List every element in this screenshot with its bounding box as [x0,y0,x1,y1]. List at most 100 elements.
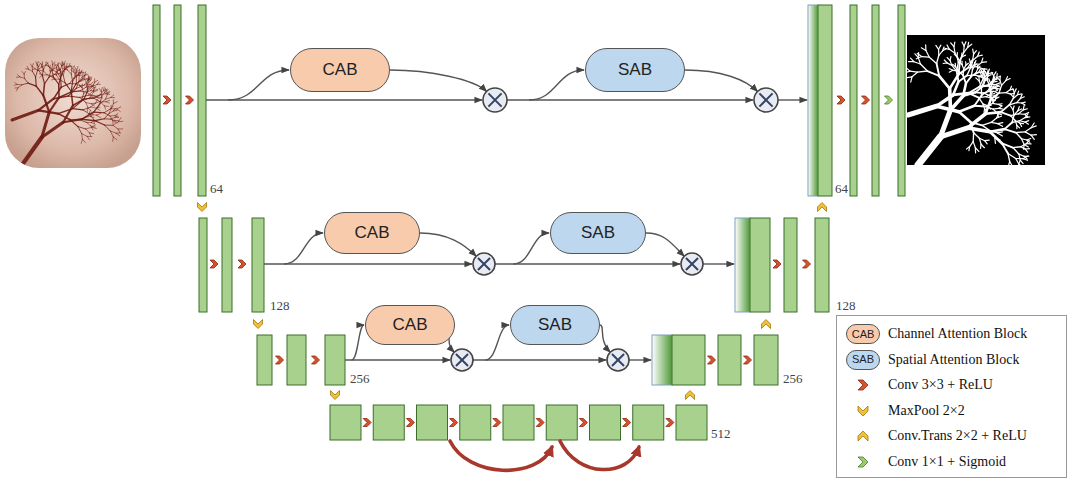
legend-text: Conv 3×3 + ReLU [888,377,993,392]
attention-block: SAB [550,212,646,254]
vessel [96,108,100,110]
operation-arrow [536,419,544,427]
vessel [118,129,120,133]
mask-vessel [978,66,980,68]
mask-vessel [925,45,926,51]
mask-vessel [947,45,949,49]
vessel [102,92,105,97]
mask-vessel [958,57,961,62]
vessel [118,121,122,122]
vessel [113,137,117,140]
mask-vessel [994,137,996,143]
mask-vessel [956,53,958,57]
mask-vessel [967,74,974,76]
wire [228,70,289,100]
channel-count: 128 [270,299,290,312]
mask-vessel [990,79,993,83]
mask-vessel [969,93,979,97]
multiply-symbol [483,88,507,112]
operation-arrow [666,419,674,427]
vessel [80,120,87,123]
vessel [97,84,100,85]
attention-block: SAB [585,48,685,92]
mask-vessel [939,45,941,49]
wire [264,263,472,264]
operation-arrow [708,356,716,364]
operation-arrow [858,406,868,416]
vessel [94,112,104,114]
feature-map [850,5,857,196]
attention-block: CAB [290,48,390,92]
vessel [93,90,97,92]
feature-map [633,405,664,440]
vessel [61,71,63,78]
vessel [64,61,65,64]
vessel [27,66,28,69]
vessel [94,95,100,98]
operation-arrow [276,356,284,364]
legend-text: Spatial Attention Block [888,352,1019,367]
feature-map [460,405,491,440]
mask-vessel [991,122,998,123]
wire [529,70,584,100]
mask-vessel [1014,111,1018,115]
vessel [92,127,97,128]
feature-map [898,5,905,196]
vessel [71,81,72,91]
vessel [78,127,82,134]
mask-vessel [950,96,963,110]
vessel [16,88,18,91]
vessel [28,83,36,86]
mask-vessel [1025,114,1028,117]
mask-vessel [966,77,971,84]
vessel [68,88,76,96]
wire [778,99,807,100]
channel-count: 64 [210,182,223,195]
vessel [104,114,109,119]
vessel [106,94,108,99]
block-name: SAB [538,316,572,335]
vessel [113,100,114,104]
vessel [74,75,78,78]
vessel [104,109,111,113]
mask-vessel [1000,80,1002,85]
vessel [38,67,39,71]
legend-item: Conv.Trans 2×2 + ReLU [846,426,1061,446]
mask-vessel [988,75,991,76]
legend-item: CABChannel Attention Block [846,324,1061,344]
mask-vessel [907,68,910,72]
operation-arrow [210,260,218,268]
vessel [75,69,76,73]
vessel [81,98,89,101]
mask-vessel [997,133,1002,136]
vessel [83,74,87,76]
operation-arrow [450,419,458,427]
mask-vessel [916,57,921,59]
vessel [111,119,115,120]
operation-arrow [744,356,752,364]
vessel [97,94,101,97]
mask-vessel [988,86,994,87]
operation-arrow [885,96,893,104]
mask-vessel [1006,93,1011,95]
operation-arrow [837,96,845,104]
vessel [86,103,88,108]
mask-vessel [978,76,980,81]
vessel [105,125,113,126]
vessel [39,64,41,67]
mask-vessel [911,58,914,62]
mask-vessel [1021,139,1024,145]
mask-vessel [1017,102,1022,103]
vessel [70,119,79,120]
attention-block: CAB [324,212,420,254]
mask-vessel [1020,97,1024,99]
channel-count: 256 [783,372,803,385]
mask-vessel [982,122,991,125]
block-name: SAB [618,61,652,80]
vessel [109,111,113,114]
vessel [22,72,24,75]
vessel [35,69,39,71]
mask-vessel [974,63,978,65]
mask-vessel [958,76,966,82]
operation-arrow [331,391,340,400]
